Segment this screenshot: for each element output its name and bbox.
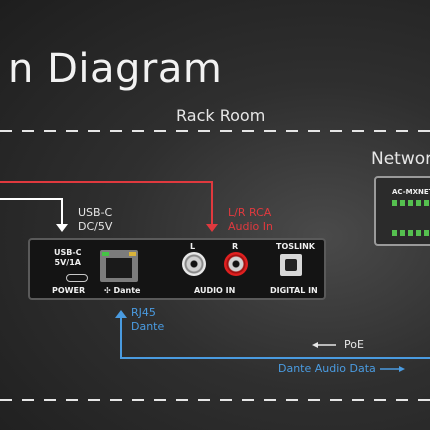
toslink-label: TOSLINK — [276, 242, 315, 251]
switch-port — [400, 230, 405, 236]
rca-label: L/R RCA Audio In — [228, 206, 273, 234]
audio-l-label: L — [190, 242, 196, 251]
rj45-label-line1: RJ45 — [131, 306, 156, 319]
switch-port — [416, 230, 421, 236]
dante-logo: ✣ Dante — [104, 286, 140, 296]
switch-model-label: AC-MXNET — [392, 188, 430, 196]
usbc-arrowhead — [56, 224, 68, 232]
dante-logo-text: Dante — [113, 286, 141, 295]
rca-right-jack — [224, 252, 248, 276]
audio-in-label: AUDIO IN — [194, 286, 236, 295]
switch-port — [408, 200, 413, 206]
rj45-label: RJ45 Dante — [131, 306, 164, 334]
rca-left-jack — [182, 252, 206, 276]
toslink-socket — [285, 259, 297, 271]
rj45-port — [100, 250, 138, 282]
dante-adapter-device: USB-C 5V/1A POWER ✣ Dante L R AUDIO IN T… — [28, 238, 326, 300]
network-label: Networ — [371, 149, 430, 169]
switch-port — [392, 230, 397, 236]
network-switch: AC-MXNET — [374, 176, 430, 246]
usbc-label: USB-C DC/5V — [78, 206, 112, 234]
power-label: POWER — [52, 286, 86, 295]
dante-data-label: Dante Audio Data — [278, 362, 376, 375]
activity-led — [129, 252, 136, 256]
dante-arrowhead — [115, 310, 127, 318]
usbc-label-line2: DC/5V — [78, 220, 113, 233]
switch-port — [400, 200, 405, 206]
rca-arrowhead — [206, 224, 218, 232]
switch-port — [424, 200, 429, 206]
rca-label-line2: Audio In — [228, 220, 273, 233]
page-title: n Diagram — [8, 46, 223, 92]
rj45-label-line2: Dante — [131, 320, 165, 333]
switch-port — [416, 200, 421, 206]
switch-port — [408, 230, 413, 236]
usbc-label-line1: USB-C — [78, 206, 113, 219]
digital-in-label: DIGITAL IN — [270, 286, 318, 295]
usbc-power-line — [0, 198, 63, 226]
usbc-rating-line2: 5V/1A — [54, 258, 81, 267]
dante-logo-icon: ✣ — [104, 286, 111, 295]
rack-room-label: Rack Room — [176, 106, 266, 125]
poe-label: PoE — [344, 338, 364, 351]
toslink-port — [280, 254, 302, 276]
link-led — [102, 252, 109, 256]
rca-audio-line — [0, 181, 213, 226]
usbc-rating-line1: USB-C — [54, 248, 82, 257]
switch-port — [392, 200, 397, 206]
rca-label-line1: L/R RCA — [228, 206, 272, 219]
rj45-socket — [106, 258, 132, 278]
dante-data-arrow-head — [399, 366, 405, 372]
usbc-port — [66, 274, 88, 282]
dante-line — [120, 318, 430, 359]
usbc-rating: USB-C 5V/1A — [54, 248, 82, 268]
switch-port — [424, 230, 429, 236]
poe-arrow-head — [312, 342, 318, 348]
audio-r-label: R — [232, 242, 239, 251]
